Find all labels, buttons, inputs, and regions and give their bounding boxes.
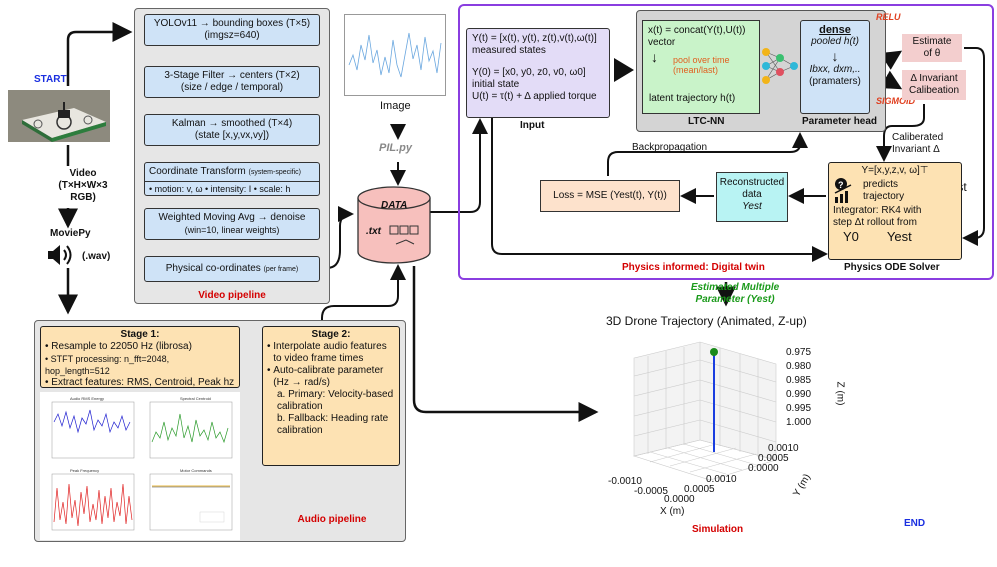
- video-pipeline-panel: [134, 8, 330, 304]
- audio-plots: Audio RMS Energy Spectral Centroid Peak …: [40, 392, 240, 540]
- sigmoid-label: SIGMOID: [876, 96, 916, 106]
- stage1-item: • Resample to 22050 Hz (librosa): [45, 341, 192, 352]
- stage1-item: • Extract features: RMS, Centroid, Peak …: [45, 377, 235, 388]
- loss-box: Loss = MSE (Yest(t), Y(t)): [540, 180, 680, 212]
- parameter-head-label: Parameter head: [802, 116, 878, 127]
- plot-title-centroid: Spectral Centroid: [180, 396, 211, 401]
- pil-label: PIL.py: [379, 142, 413, 154]
- stage2-sub: a. Primary: Velocity-based calibration: [277, 389, 394, 412]
- stage2-sub: b. Fallback: Heading rate calibration: [277, 413, 389, 436]
- ltc-box: x(t) = concat(Y(t),U(t)) vector ↓ pool o…: [642, 20, 760, 114]
- yest-label: Yest: [886, 229, 912, 244]
- speaker-icon: [46, 244, 76, 271]
- y0-label: Y0: [843, 229, 859, 244]
- digital-twin-panel: [458, 4, 994, 280]
- audio-stage2: Stage 2: • Interpolate audio features to…: [262, 326, 400, 466]
- yolo-step: YOLOv11 → bounding boxes (T×5)(imgsz=640…: [144, 14, 320, 46]
- filter-step: 3-Stage Filter → centers (T×2)(size / ed…: [144, 66, 320, 98]
- svg-text:?: ?: [838, 180, 844, 190]
- kalman-step: Kalman → smoothed (T×4)(state [x,y,vx,vy…: [144, 114, 320, 146]
- y-axis-ticks: 0.0010 0.0005 0.0000: [748, 443, 799, 474]
- video-pipeline-title: Video pipeline: [198, 290, 266, 301]
- data-ext: .txt: [366, 226, 381, 237]
- ode-solver-label: Physics ODE Solver: [844, 262, 940, 273]
- audio-stage1: Stage 1: • Resample to 22050 Hz (librosa…: [40, 326, 240, 388]
- video-dims: (T×H×W×3: [58, 180, 108, 191]
- plot3d-area: [600, 330, 840, 526]
- plot-title-peak: Peak Frequency: [70, 468, 99, 473]
- data-title: DATA: [381, 200, 408, 211]
- drone-photo: [8, 90, 110, 142]
- plot-title-motor: Motor Commands: [180, 468, 212, 473]
- ltc-label: LTC-NN: [688, 116, 725, 127]
- digital-twin-title: Physics informed: Digital twin: [622, 262, 765, 273]
- audio-pipeline-title: Audio pipeline: [297, 514, 367, 525]
- image-label: Image: [380, 100, 411, 112]
- moviepy-label: MoviePy: [50, 228, 91, 239]
- video-dims2: RGB): [70, 192, 96, 203]
- dense-box: dense pooled h(t) ↓ Ibxx, dxm,.. (pramat…: [800, 20, 870, 114]
- pool-note: pool over time(mean/last): [673, 55, 730, 75]
- z-axis-label: Z (m): [834, 381, 846, 406]
- stage1-item: • STFT processing: n_fft=2048, hop_lengt…: [45, 354, 170, 376]
- backprop-label: Backpropagation: [632, 142, 708, 153]
- simulation-label: Simulation: [692, 524, 744, 535]
- neural-net-icon: [760, 44, 800, 93]
- input-box: Y(t) = [x(t), y(t), z(t),v(t),ω(t)] meas…: [466, 28, 610, 118]
- data-store: [356, 186, 432, 266]
- start-label: START: [34, 74, 67, 85]
- chart-growth-icon: ?: [834, 178, 852, 203]
- moving-avg-step: Weighted Moving Avg → denoise(win=10, li…: [144, 208, 320, 240]
- stage2-item: Interpolate audio features to video fram…: [273, 341, 387, 364]
- video-label: Video: [69, 168, 97, 179]
- relu-label: RELU: [876, 12, 901, 22]
- coordinate-transform-step: Coordinate Transform (system-specific) •…: [144, 162, 320, 196]
- x-axis-ticks: -0.0010 -0.0005 0.0000 0.0005 0.0010: [608, 474, 737, 505]
- image-plot-thumbnail: [344, 14, 446, 96]
- stage2-item: Auto-calibrate parameter (Hz → rad/s): [273, 365, 384, 388]
- wav-label: (.wav): [82, 251, 111, 262]
- x-axis-label: X (m): [660, 506, 685, 517]
- end-label: END: [904, 518, 926, 529]
- plot-title-rms: Audio RMS Energy: [70, 396, 104, 401]
- input-label: Input: [520, 120, 545, 131]
- physical-coords-step: Physical co-ordinates (per frame): [144, 256, 320, 282]
- plot3d-title: 3D Drone Trajectory (Animated, Z-up): [606, 314, 807, 328]
